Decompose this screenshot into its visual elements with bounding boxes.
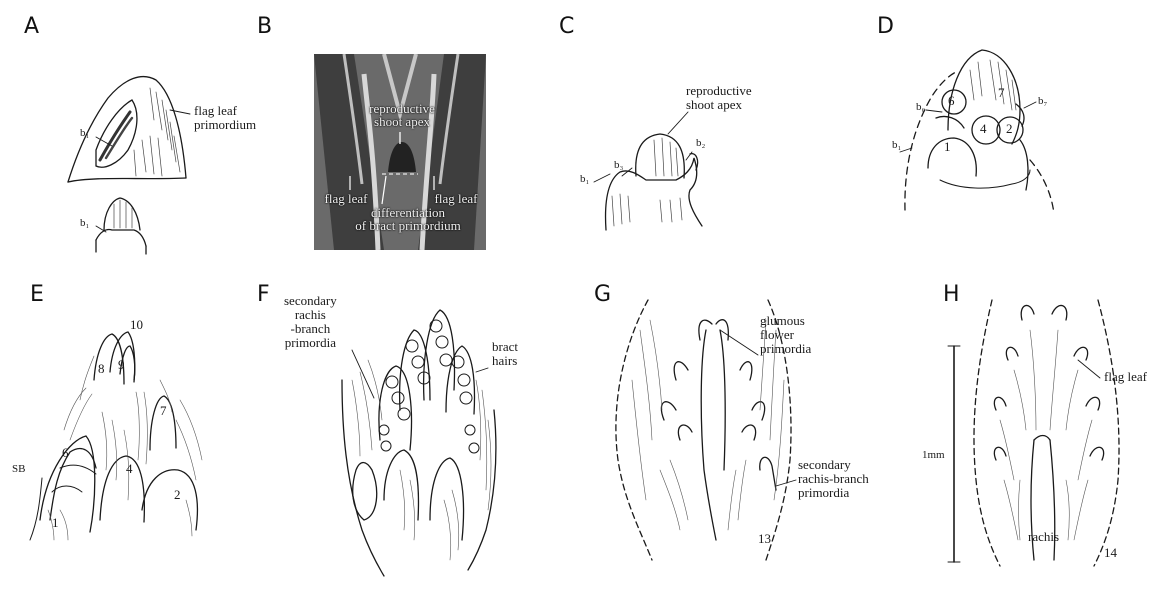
panel-b-micrograph: reproductive shoot apex flag leaf flag l… [314, 54, 486, 250]
label-c-b1: b₁ [580, 172, 589, 186]
label-d-b7: b₇ [1038, 94, 1047, 108]
label-b-flag-leaf-right: flag leaf [426, 192, 486, 205]
label-a-b1-top: b₁ [80, 126, 89, 140]
label-e-1: 1 [52, 516, 59, 530]
label-h-fig-number: 14 [1104, 546, 1117, 560]
label-h-scale: 1mm [922, 448, 945, 462]
label-h-rachis: rachis [1028, 530, 1059, 544]
label-e-6: 6 [62, 446, 69, 460]
label-a-flag-leaf-primordium: flag leaf primordium [194, 104, 256, 132]
label-e-10: 10 [130, 318, 143, 332]
label-g-glumous-flower: glumous flower primordia [760, 314, 811, 356]
label-d-6: 6 [948, 94, 955, 108]
panel-f-drawing [342, 310, 496, 576]
label-e-sb: SB [12, 462, 25, 476]
label-b-flag-leaf-left: flag leaf [316, 192, 376, 205]
label-b-shoot-apex: reproductive shoot apex [352, 102, 452, 128]
panel-c-drawing [594, 112, 702, 230]
label-g-fig-number: 13 [758, 532, 771, 546]
label-a-b1-bottom: b₁ [80, 216, 89, 230]
label-e-4: 4 [126, 462, 133, 476]
label-d-b1: b₁ [892, 138, 901, 152]
label-f-bract-hairs: bract hairs [492, 340, 518, 368]
label-e-9: 9 [118, 358, 125, 372]
label-d-2: 2 [1006, 122, 1013, 136]
label-c-b3: b₃ [614, 158, 623, 172]
label-b-differentiation: differentiation of bract primordium [330, 206, 486, 232]
label-h-flag-leaf: flag leaf [1104, 370, 1147, 384]
label-e-2: 2 [174, 488, 181, 502]
label-c-shoot-apex: reproductive shoot apex [686, 84, 752, 112]
panel-e-drawing [30, 332, 202, 540]
label-d-7: 7 [998, 86, 1005, 100]
label-e-8: 8 [98, 362, 105, 376]
label-f-secondary-rachis: secondary rachis -branch primordia [284, 294, 337, 350]
label-d-4: 4 [980, 122, 987, 136]
label-e-7: 7 [160, 404, 167, 418]
panel-h-drawing [948, 300, 1119, 566]
label-g-secondary-rachis: secondary rachis-branch primordia [798, 458, 869, 500]
panel-d-drawing [900, 50, 1054, 214]
label-c-b2: b₂ [696, 136, 705, 150]
label-d-1: 1 [944, 140, 951, 154]
label-d-b6: b₆ [916, 100, 925, 114]
